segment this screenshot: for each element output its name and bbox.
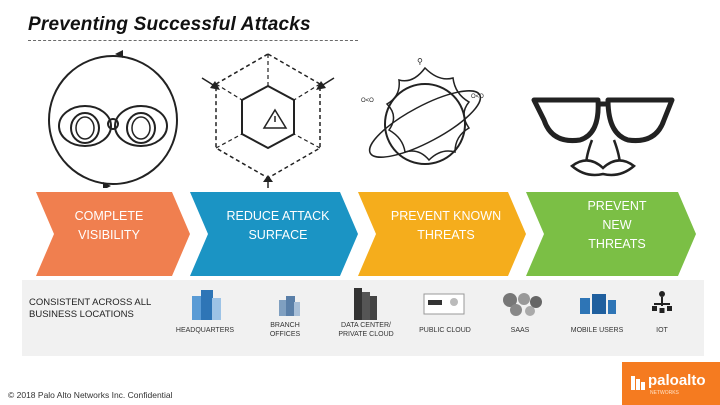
footer-copyright: © 2018 Palo Alto Networks Inc. Confident… [8, 390, 173, 400]
pillar-label-prevent-new-threats: PREVENT NEW THREATS [580, 197, 654, 254]
logo-name: paloalto [648, 372, 706, 389]
location-label-mobile-users: MOBILE USERS [566, 326, 628, 335]
location-label-iot: IOT [648, 326, 676, 335]
location-label-saas: SAAS [500, 326, 540, 335]
data-center-icon [350, 286, 380, 322]
public-cloud-icon [422, 290, 466, 318]
logo-mark-icon [630, 374, 646, 392]
band-label: CONSISTENT ACROSS ALL BUSINESS LOCATIONS [29, 297, 169, 321]
location-label-headquarters: HEADQUARTERS [172, 326, 238, 335]
svg-text:O<O: O<O [471, 94, 484, 100]
location-label-public-cloud: PUBLIC CLOUD [414, 326, 476, 335]
branch-office-icon [276, 292, 302, 318]
binoculars-icon [45, 48, 185, 188]
iot-icon [651, 290, 673, 318]
location-label-data-center: DATA CENTER/ PRIVATE CLOUD [334, 321, 398, 339]
attack-surface-icon [198, 48, 338, 193]
known-threats-icon: ⚲ O<O O<O [355, 48, 495, 193]
pillar-label-reduce-attack-surface: REDUCE ATTACK SURFACE [222, 207, 334, 245]
title-underline [28, 40, 358, 41]
logo-tagline: NETWORKS [650, 390, 679, 396]
headquarters-icon [188, 286, 224, 322]
new-threats-icon [528, 48, 678, 188]
location-label-branch-offices: BRANCH OFFICES [262, 321, 308, 339]
svg-text:O<O: O<O [361, 98, 374, 104]
page-title: Preventing Successful Attacks [28, 14, 311, 36]
svg-text:⚲: ⚲ [417, 57, 423, 66]
saas-icon [500, 290, 544, 318]
mobile-users-icon [578, 292, 618, 316]
pillar-label-prevent-known-threats: PREVENT KNOWN THREATS [388, 207, 504, 245]
pillar-label-complete-visibility: COMPLETE VISIBILITY [66, 207, 152, 245]
